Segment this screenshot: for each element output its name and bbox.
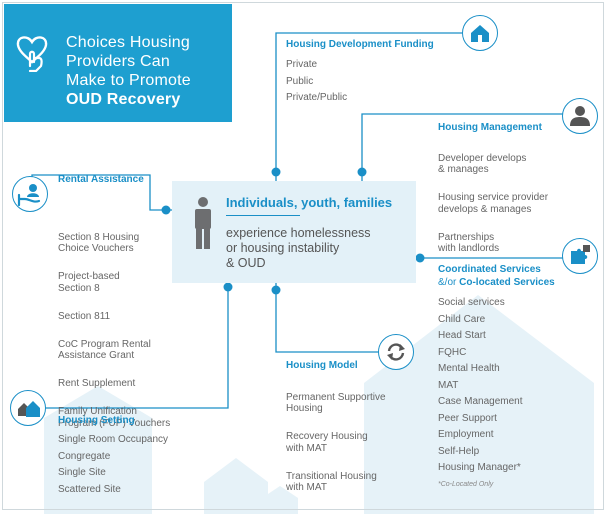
list-item: Scattered Site [58,483,121,495]
list-item: Child Care [438,313,486,325]
connector-lines [28,32,580,409]
center-panel [172,181,416,283]
list-item: CoC Program Rental Assistance Grant [58,338,151,362]
houses-icon-circle [10,390,46,426]
list-item: Project-based Section 8 [58,271,120,294]
rental-assistance-list: Section 8 Housing Choice Vouchers Projec… [58,220,170,446]
colocated-services-title: &/or Co-located Services [438,277,555,288]
housing-development-funding-list: Private Public Private/Public [286,59,347,109]
cycle-arrows-icon [387,343,405,361]
housing-setting-list: Single Room Occupancy Congregate Single … [58,434,168,500]
center-sub-line-1: experience homelessness [226,226,371,240]
list-item: Mental Health [438,363,500,374]
center-sub-line-2: or housing instability [226,241,340,255]
title-line-1: Choices Housing [66,34,190,51]
house-icon-circle [462,15,498,51]
list-item: FQHC [438,346,467,358]
housing-management-title: Housing Management [438,122,542,133]
cycle-arrows-icon-circle [378,334,414,370]
list-item: Single Room Occupancy [58,434,169,445]
title-line-2: Providers Can [66,53,170,70]
list-item: Permanent Supportive Housing [286,391,386,415]
page-title: Choices Housing Providers Can Make to Pr… [66,33,191,109]
list-item: Developer develops & manages [438,152,527,176]
list-item: Social services [438,297,505,308]
list-item: Employment [438,429,494,440]
list-item: Housing service provider develops & mana… [438,192,549,215]
list-item: Peer Support [438,412,497,424]
footnote: *Co-Located Only [438,481,494,488]
list-item: Public [286,75,314,87]
list-item: Congregate [58,450,111,462]
list-item: Section 811 [58,310,111,322]
coordinated-services-list: Social services Child Care Head Start FQ… [438,297,523,479]
list-item: Recovery Housing with MAT [286,431,368,454]
houses-icon [18,401,40,417]
housing-setting-title: Housing Setting [58,415,135,426]
manager-icon [570,106,590,126]
list-item: Single Site [58,467,106,478]
list-item: Case Management [438,396,523,407]
house-shape-tiny [262,486,298,514]
list-item: Partnerships with landlords [438,231,500,255]
house-shape-large [364,295,594,514]
center-sub-line-3: & OUD [226,256,266,270]
person-icon [195,197,211,249]
list-item: Private/Public [286,92,348,103]
list-item: Head Start [438,330,486,341]
list-item: Rent Supplement [58,378,136,389]
list-item: Section 8 Housing Choice Vouchers [58,231,140,255]
list-item: Transitional Housing with MAT [286,470,377,494]
list-item: Self-Help [438,445,480,457]
center-divider [226,215,300,216]
list-item: Private [286,59,318,70]
puzzle-icon-circle [562,238,598,274]
list-item: Housing Manager* [438,462,521,473]
heart-hand-icon [16,36,48,72]
colocated-services-label: Co-located Services [459,277,555,288]
house-icon [471,25,489,42]
housing-model-list: Permanent Supportive Housing Recovery Ho… [286,380,386,510]
title-line-4: OUD Recovery [66,91,181,108]
puzzle-icon [571,245,590,264]
colocated-services-prefix: &/or [438,277,460,288]
housing-development-funding-title: Housing Development Funding [286,39,434,50]
outer-frame [2,2,604,510]
manager-icon-circle [562,98,598,134]
center-title: Individuals, youth, families [226,195,393,210]
list-item: MAT [438,379,459,391]
house-shape-small [204,458,268,514]
connector-dots [161,167,425,295]
list-item: Family Unification Program (FUP) Voucher… [58,406,171,429]
coordinated-services-title: Coordinated Services [438,264,541,275]
rental-assistance-title: Rental Assistance [58,174,144,185]
house-shape-medium [44,386,152,514]
center-subtitle: experience homelessness or housing insta… [226,226,406,271]
hand-person-icon [17,184,41,207]
housing-management-list: Developer develops & manages Housing ser… [438,141,548,271]
title-line-3: Make to Promote [66,72,191,89]
housing-model-title: Housing Model [286,360,358,371]
hand-person-icon-circle [12,176,48,212]
